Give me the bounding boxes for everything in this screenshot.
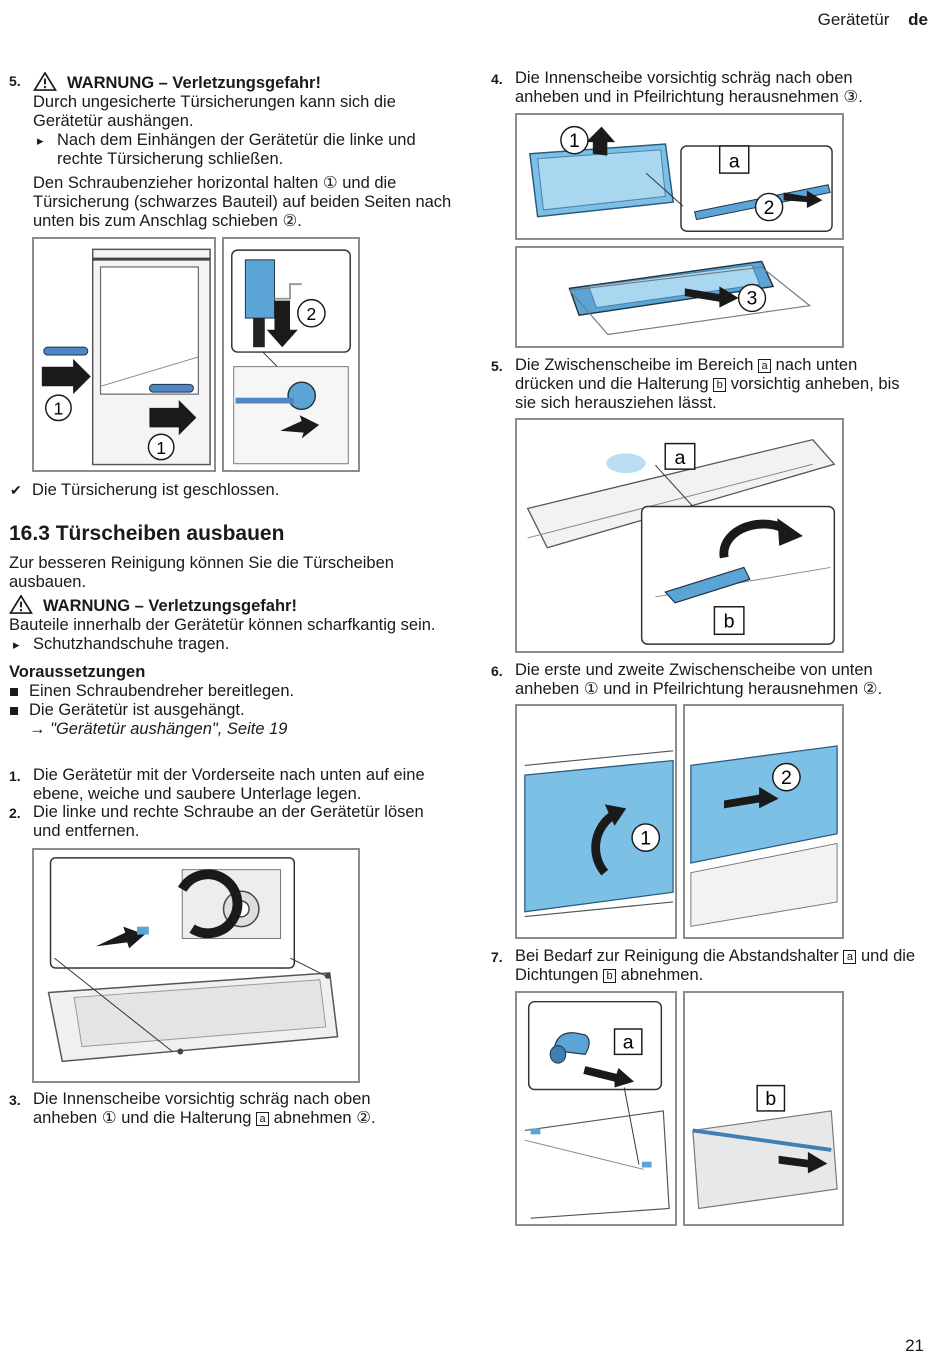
r-step5-text-c: vorsichtig anheben, bis sie sich herausz… bbox=[515, 375, 900, 412]
prereq-link[interactable]: → "Gerätetür aushängen", Seite 19 bbox=[29, 720, 288, 738]
figure-middle-pane-holder: a b bbox=[515, 418, 844, 653]
r-step6-text: Die erste und zweite Zwischenscheibe von… bbox=[515, 661, 883, 698]
warning2-title: WARNUNG – Verletzungsgefahr! bbox=[9, 595, 439, 616]
warning2-text: Bauteile innerhalb der Gerätetür können … bbox=[9, 616, 436, 634]
step1-text: Die Gerätetür mit der Vorderseite nach u… bbox=[33, 766, 425, 803]
fig4-label-2: 2 bbox=[764, 197, 775, 219]
page-header: Gerätetür de bbox=[818, 10, 928, 29]
result-line: ✔ Die Türsicherung ist geschlossen. bbox=[10, 481, 279, 500]
fig6-label-2: 2 bbox=[781, 767, 792, 789]
figure-door-safety-left: 1 1 bbox=[32, 237, 216, 472]
figure-middle-pane-remove: 2 bbox=[683, 704, 844, 939]
fig4-label-a: a bbox=[729, 150, 740, 172]
prereq-item-1: Einen Schraubendreher bereitlegen. bbox=[9, 682, 439, 701]
figure-door-safety-right: 2 bbox=[222, 237, 360, 472]
section-title: 16.3 Türscheiben ausbauen bbox=[9, 522, 285, 545]
fig1-label-1b: 1 bbox=[156, 438, 166, 458]
fig1-label-1a: 1 bbox=[54, 399, 64, 419]
step3-text: Die Innenscheibe vorsichtig schräg nach … bbox=[33, 1090, 433, 1128]
inner-pane-lift-illustration: 1 a 2 bbox=[529, 125, 833, 232]
r-step7-text-a: Bei Bedarf zur Reinigung die Abstandshal… bbox=[515, 947, 844, 965]
r-step4-number: 4. bbox=[491, 71, 503, 87]
fig4-label-3: 3 bbox=[747, 289, 758, 310]
r-step5-text-a: Die Zwischenscheibe im Bereich bbox=[515, 356, 759, 374]
warning2-action: Schutzhandschuhe tragen. bbox=[9, 635, 439, 654]
middle-pane-remove-illustration: 2 bbox=[690, 745, 838, 927]
fig1-label-2: 2 bbox=[307, 304, 317, 324]
inner-pane-remove-illustration: 3 bbox=[568, 260, 812, 336]
r-step7-box-a: a bbox=[843, 950, 857, 964]
spacers-illustration: a bbox=[524, 1000, 670, 1219]
warning-title-text: WARNUNG – Verletzungsgefahr! bbox=[67, 74, 321, 92]
warning2-title-text: WARNUNG – Verletzungsgefahr! bbox=[43, 597, 297, 615]
r-step7-text-c: abnehmen. bbox=[616, 966, 704, 984]
figure-inner-pane-lift: 1 a 2 bbox=[515, 113, 844, 240]
r-step5-box-b: b bbox=[713, 378, 727, 392]
figure-middle-pane-lift: 1 bbox=[515, 704, 677, 939]
step3-text-b: abnehmen ②. bbox=[269, 1109, 376, 1127]
door-safety-detail-illustration: 2 bbox=[231, 249, 351, 465]
check-icon: ✔ bbox=[10, 482, 22, 498]
r-step4-text: Die Innenscheibe vorsichtig schräg nach … bbox=[515, 69, 863, 106]
fig6-label-1: 1 bbox=[640, 827, 651, 849]
step3-text-a: Die Innenscheibe vorsichtig schräg nach … bbox=[33, 1090, 371, 1127]
step5-text: Den Schraubenzieher horizontal halten ① … bbox=[33, 174, 452, 230]
figure-spacers: a bbox=[515, 991, 677, 1226]
prereq-title: Voraussetzungen bbox=[9, 663, 146, 681]
middle-pane-lift-illustration: 1 bbox=[524, 750, 674, 918]
r-step7-box-b: b bbox=[603, 969, 617, 983]
r-step5-text-b: nach unten drücken und die Halterung bbox=[515, 356, 858, 393]
step5-block: WARNUNG – Verletzungsgefahr! Durch unges… bbox=[33, 72, 453, 231]
seals-illustration: b bbox=[692, 1084, 838, 1210]
door-screws-illustration bbox=[47, 857, 339, 1063]
figure-seals: b bbox=[683, 991, 844, 1226]
page-number: 21 bbox=[905, 1336, 924, 1355]
fig7-label-b: b bbox=[765, 1088, 776, 1110]
fig7-label-a: a bbox=[623, 1032, 634, 1054]
header-lang: de bbox=[908, 10, 928, 29]
section-body: Zur besseren Reinigung können Sie die Tü… bbox=[9, 554, 439, 739]
step1-number: 1. bbox=[9, 768, 21, 784]
middle-pane-holder-illustration: a b bbox=[526, 438, 836, 645]
r-step7-text: Bei Bedarf zur Reinigung die Abstandshal… bbox=[515, 947, 925, 985]
step3-number: 3. bbox=[9, 1092, 21, 1108]
r-step5-number: 5. bbox=[491, 358, 503, 374]
warning-icon bbox=[9, 595, 33, 614]
step3-box-label: a bbox=[256, 1112, 270, 1126]
fig5-label-b: b bbox=[724, 610, 735, 632]
fig4-label-1: 1 bbox=[569, 130, 580, 152]
r-step7-number: 7. bbox=[491, 949, 503, 965]
door-safety-illustration: 1 1 bbox=[41, 248, 211, 466]
warning-action: Nach dem Einhängen der Gerätetür die lin… bbox=[33, 131, 453, 169]
prereq-item-2: Die Gerätetür ist ausgehängt. bbox=[9, 701, 439, 720]
warning-title: WARNUNG – Verletzungsgefahr! bbox=[33, 72, 453, 93]
section-intro: Zur besseren Reinigung können Sie die Tü… bbox=[9, 554, 394, 591]
step2-number: 2. bbox=[9, 805, 21, 821]
r-step5-box-a: a bbox=[758, 359, 772, 373]
header-section: Gerätetür bbox=[817, 10, 890, 29]
result-text: Die Türsicherung ist geschlossen. bbox=[32, 481, 280, 499]
warning-text: Durch ungesicherte Türsicherungen kann s… bbox=[33, 93, 396, 130]
figure-door-screws bbox=[32, 848, 360, 1083]
step2-text: Die linke und rechte Schraube an der Ger… bbox=[33, 803, 424, 840]
r-step5-text: Die Zwischenscheibe im Bereich a nach un… bbox=[515, 356, 915, 413]
figure-inner-pane-remove: 3 bbox=[515, 246, 844, 348]
warning-icon bbox=[33, 72, 57, 91]
fig5-label-a: a bbox=[675, 447, 686, 469]
r-step7-text-b: und die Dichtungen bbox=[515, 947, 916, 984]
r-step6-number: 6. bbox=[491, 663, 503, 679]
step5-number: 5. bbox=[9, 73, 21, 89]
